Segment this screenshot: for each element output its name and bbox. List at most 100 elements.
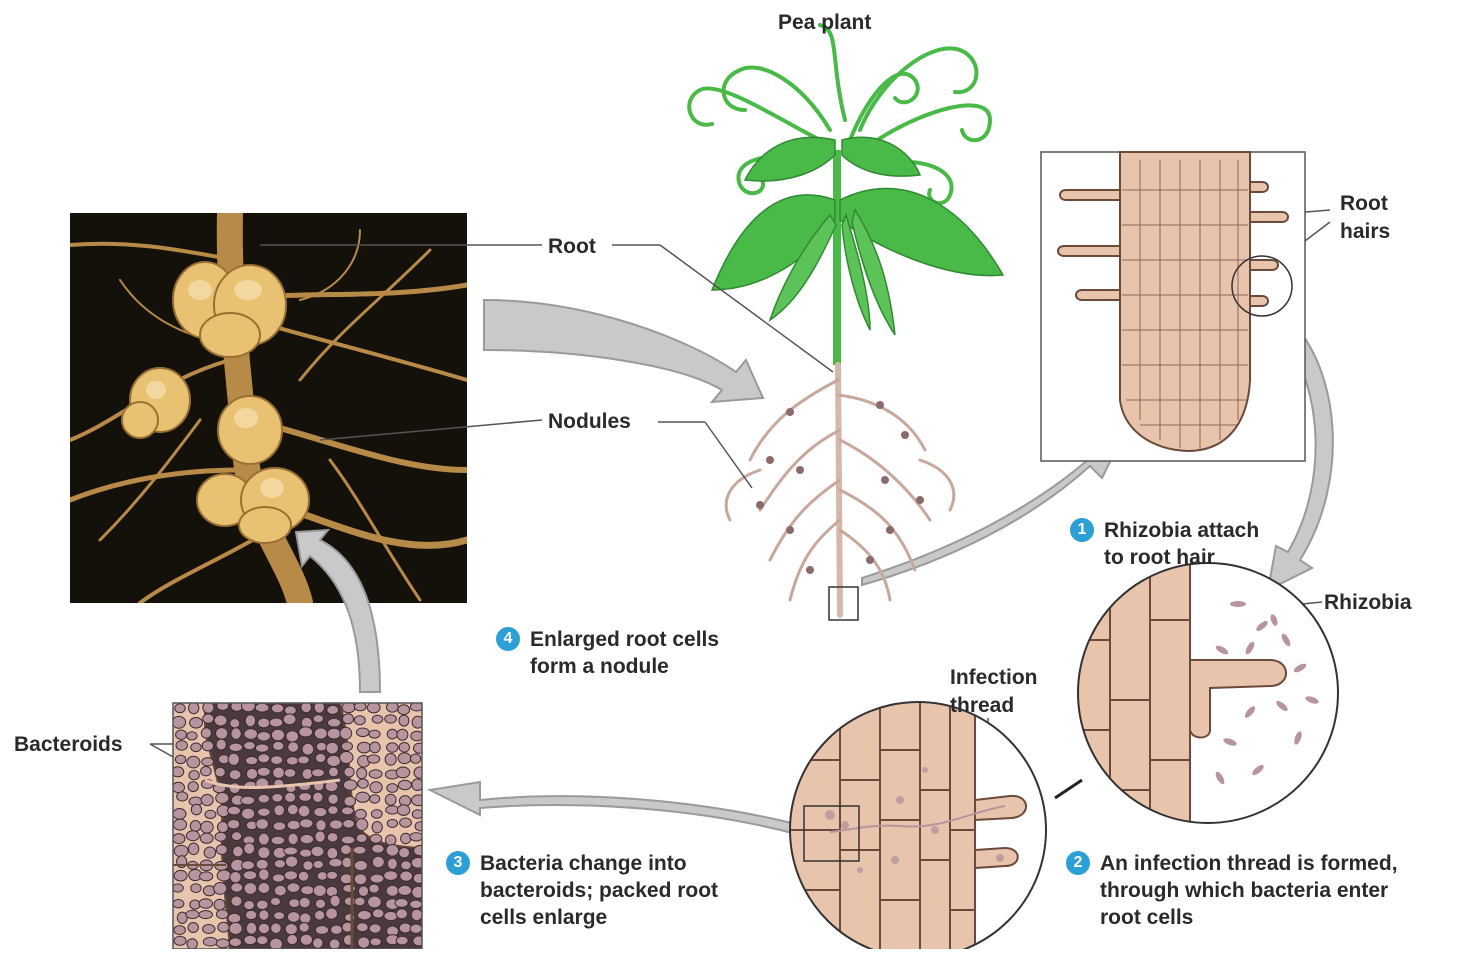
bacteroid-cell <box>242 808 255 819</box>
bacteroid-cell <box>387 729 397 739</box>
bacteroid-cell <box>411 909 422 921</box>
bacteroid-cell <box>258 808 271 816</box>
bacteroid-cell <box>400 871 413 881</box>
step-2-line1: An infection thread is formed, <box>1100 850 1398 877</box>
bacteroid-cell <box>357 768 367 779</box>
bacteroid-cell <box>387 784 398 793</box>
bacteroid-cell <box>315 899 325 908</box>
bacteroid-cell <box>173 884 184 892</box>
bacteroid-cell <box>287 934 298 944</box>
arrow-photo-to-plant <box>484 300 763 402</box>
bacteroid-cell <box>355 809 366 819</box>
bacteroid-cell <box>313 715 323 723</box>
bacteroid-cell <box>299 727 313 737</box>
step-3-line3: cells enlarge <box>480 904 718 931</box>
bacteroid-cell <box>343 820 355 829</box>
bacteroid-cell <box>255 744 268 752</box>
bacteroid-cell <box>273 767 285 778</box>
bacteroid-cell <box>177 792 188 801</box>
bacteroid-cell <box>327 848 338 860</box>
bacteroid-cell <box>354 716 365 725</box>
bacteroid-cell <box>372 822 382 833</box>
bacteroid-cell <box>214 899 225 910</box>
bacteroid-cell <box>398 753 411 764</box>
bacteroid-cell <box>258 718 270 728</box>
bacteroid-cell <box>259 910 269 921</box>
step-4-badge: 4 <box>496 627 520 651</box>
bacteroid-cell <box>258 754 270 763</box>
bacteroid-cell <box>231 728 241 740</box>
bacteroid-cell <box>395 899 408 908</box>
step-3-line1: Bacteria change into <box>480 850 718 877</box>
bacteroid-cell <box>330 820 343 830</box>
bacteroid-cell <box>256 859 268 869</box>
bacteroid-cell <box>327 871 338 879</box>
bacteroid-cell <box>372 844 385 853</box>
bacteroid-cell <box>216 845 227 855</box>
bacteroid-cell <box>190 821 200 832</box>
bacteroid-cell <box>414 743 426 753</box>
bacteroid-cell <box>245 715 255 727</box>
bacteroid-cell <box>201 794 213 805</box>
step-2-badge: 2 <box>1066 851 1090 875</box>
bacteroid-cell <box>244 935 257 944</box>
bacteroid-cell <box>257 767 270 776</box>
bacteroid-cell <box>313 792 323 802</box>
step-4: 4 Enlarged root cells form a nodule <box>496 626 719 680</box>
bacteroid-cell <box>215 767 225 777</box>
bacteroid-cell <box>243 871 257 880</box>
bacteroid-cell <box>370 782 382 793</box>
bacteroid-cell <box>355 897 366 906</box>
bacteroid-cell <box>201 767 212 776</box>
bacteroid-cell <box>271 923 282 934</box>
bacteroid-cell <box>370 874 384 883</box>
bacteroid-cell <box>340 727 352 739</box>
bacteroid-cell <box>411 857 425 868</box>
bacteroid-cell <box>342 714 353 724</box>
bacteroid-cell <box>216 739 226 750</box>
bacteroid-cell <box>214 883 227 895</box>
bacteroid-cell <box>229 743 243 751</box>
step-4-line1: Enlarged root cells <box>530 626 719 653</box>
bacteroid-cell <box>258 923 269 933</box>
bacteroid-cell <box>356 728 369 737</box>
bacteroid-cell <box>228 753 239 765</box>
bacteroid-cell <box>316 820 326 831</box>
bacteroid-cell <box>189 702 199 714</box>
bacteroid-cell <box>330 895 340 907</box>
bacteroid-cell <box>369 924 381 933</box>
bacteroid-cell <box>327 728 341 739</box>
bacteroid-cell <box>300 913 311 924</box>
bacteroid-cell <box>174 926 186 935</box>
bacteroid-cell <box>398 705 410 715</box>
bacteroid-cell <box>256 900 268 910</box>
bacteroid-cell <box>385 715 397 723</box>
bacteroid-cell <box>328 794 338 804</box>
bacteroid-cell <box>217 870 231 881</box>
bacteroid-cell <box>300 819 313 828</box>
bacteroid-cell <box>244 729 258 740</box>
bacteroid-cell <box>398 885 412 895</box>
bacteroid-cell <box>368 896 382 908</box>
bacteroid-cell <box>173 900 184 908</box>
bacteroid-cell <box>199 899 212 909</box>
bacteroid-cell <box>397 805 409 816</box>
bacteroid-cell <box>272 874 284 882</box>
infection-thread-circle <box>790 702 1046 949</box>
bacteroid-cell <box>274 912 285 920</box>
bacteroid-cell <box>354 874 366 885</box>
bacteroid-cell <box>399 743 409 753</box>
bacteroid-cell <box>218 822 229 833</box>
bacteroid-cell <box>271 729 284 741</box>
bacteroid-cell <box>340 752 353 764</box>
bacteroid-cell <box>329 767 339 777</box>
bacteroid-cell <box>315 926 328 935</box>
bacteroid-cell <box>415 822 425 831</box>
bacteroid-cell <box>216 793 229 804</box>
bacteroid-cell <box>173 819 186 830</box>
bacteroid-cell <box>255 703 269 712</box>
bacteroid-cell <box>313 885 326 897</box>
bacteroid-cell <box>386 885 398 896</box>
